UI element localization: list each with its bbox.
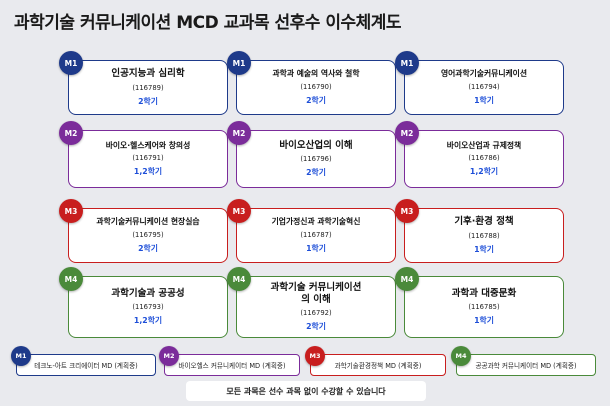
- course-name: 바이오·헬스케어와 창의성: [105, 140, 191, 150]
- page-title: 과학기술 커뮤니케이션 MCD 교과목 선후수 이수체계도: [14, 13, 402, 33]
- level-badge: M2: [59, 121, 83, 145]
- legend-badge: M3: [305, 346, 325, 366]
- course-semester: 1학기: [474, 95, 494, 105]
- legend-badge: M4: [451, 346, 471, 366]
- course-semester: 1학기: [306, 243, 326, 253]
- legend-item: M2 바이오헬스 커뮤니케이터 MD (계획중): [159, 346, 300, 376]
- course-code: (116786): [468, 154, 500, 163]
- legend-label: 바이오헬스 커뮤니케이터 MD (계획중): [178, 362, 286, 370]
- course-code: (116790): [300, 82, 332, 91]
- legend-item: M1 테크노-아트 크리에이터 MD (계획중): [11, 346, 156, 376]
- course-card[interactable]: M2 바이오산업의 이해 (116796) 2학기: [227, 121, 396, 188]
- course-card[interactable]: M1 인공지능과 심리학 (116789) 2학기: [59, 51, 228, 115]
- legend-badge: M1: [11, 346, 31, 366]
- legend-label: 테크노-아트 크리에이터 MD (계획중): [34, 362, 138, 370]
- course-code: (116796): [300, 155, 332, 164]
- course-semester: 1,2학기: [469, 167, 499, 177]
- course-card[interactable]: M4 과학기술 커뮤니케이션의 이해 (116792) 2학기: [227, 267, 396, 338]
- course-code: (116788): [468, 231, 500, 240]
- course-code: (116789): [132, 83, 164, 92]
- course-card[interactable]: M3 과학기술커뮤니케이션 현장실습 (116795) 2학기: [59, 199, 228, 263]
- course-name: 바이오산업과 규제정책: [446, 140, 522, 150]
- level-badge: M1: [227, 51, 251, 75]
- course-name: 인공지능과 심리학: [111, 68, 185, 80]
- level-badge: M4: [227, 267, 251, 291]
- course-card[interactable]: M3 기후·환경 정책 (116788) 1학기: [395, 199, 564, 263]
- course-code: (116785): [468, 303, 500, 312]
- course-code: (116791): [132, 154, 164, 163]
- course-semester: 1,2학기: [133, 316, 163, 326]
- course-semester: 2학기: [138, 96, 158, 106]
- course-name: 과학기술 커뮤니케이션의 이해: [270, 281, 362, 305]
- level-badge: M3: [59, 199, 83, 223]
- course-semester: 1,2학기: [133, 167, 163, 177]
- level-badge: M3: [395, 199, 419, 223]
- prerequisite-note: 모든 과목은 선수 과목 없이 수강할 수 있습니다: [186, 381, 426, 401]
- course-code: (116792): [300, 309, 332, 318]
- course-card[interactable]: M2 바이오산업과 규제정책 (116786) 1,2학기: [395, 121, 564, 188]
- level-badge: M4: [395, 267, 419, 291]
- course-semester: 2학기: [306, 168, 326, 178]
- course-name: 과학과 대중문화: [451, 287, 517, 299]
- legend-item: M4 공공과학 커뮤니케이터 MD (계획중): [451, 346, 596, 376]
- course-code: (116793): [132, 303, 164, 312]
- course-semester: 1학기: [474, 244, 494, 254]
- level-badge: M1: [59, 51, 83, 75]
- legend-label: 과학기술환경정책 MD (계획중): [334, 362, 422, 370]
- course-card[interactable]: M4 과학과 대중문화 (116785) 1학기: [395, 267, 564, 338]
- course-name: 과학기술과 공공성: [111, 287, 185, 299]
- course-semester: 2학기: [306, 322, 326, 332]
- course-card[interactable]: M1 과학과 예술의 역사와 철학 (116790) 2학기: [227, 51, 396, 115]
- level-badge: M3: [227, 199, 251, 223]
- course-card[interactable]: M1 영어과학기술커뮤니케이션 (116794) 1학기: [395, 51, 564, 115]
- course-semester: 2학기: [138, 243, 158, 253]
- course-semester: 2학기: [306, 95, 326, 105]
- course-semester: 1학기: [474, 316, 494, 326]
- course-name: 기후·환경 정책: [454, 216, 514, 228]
- level-badge: M2: [395, 121, 419, 145]
- course-code: (116787): [300, 230, 332, 239]
- legend-label: 공공과학 커뮤니케이터 MD (계획중): [475, 362, 577, 370]
- level-badge: M4: [59, 267, 83, 291]
- course-card[interactable]: M2 바이오·헬스케어와 창의성 (116791) 1,2학기: [59, 121, 228, 188]
- level-badge: M2: [227, 121, 251, 145]
- legend-item: M3 과학기술환경정책 MD (계획중): [305, 346, 446, 376]
- legend-badge: M2: [159, 346, 179, 366]
- course-name: 기업가정신과 과학기술혁신: [271, 217, 361, 227]
- level-badge: M1: [395, 51, 419, 75]
- course-card[interactable]: M3 기업가정신과 과학기술혁신 (116787) 1학기: [227, 199, 396, 263]
- course-code: (116794): [468, 82, 500, 91]
- course-name: 영어과학기술커뮤니케이션: [440, 69, 528, 79]
- course-name: 바이오산업의 이해: [279, 139, 353, 151]
- course-name: 과학기술커뮤니케이션 현장실습: [96, 217, 200, 227]
- course-name: 과학과 예술의 역사와 철학: [272, 69, 360, 79]
- course-card[interactable]: M4 과학기술과 공공성 (116793) 1,2학기: [59, 267, 228, 338]
- course-code: (116795): [132, 230, 164, 239]
